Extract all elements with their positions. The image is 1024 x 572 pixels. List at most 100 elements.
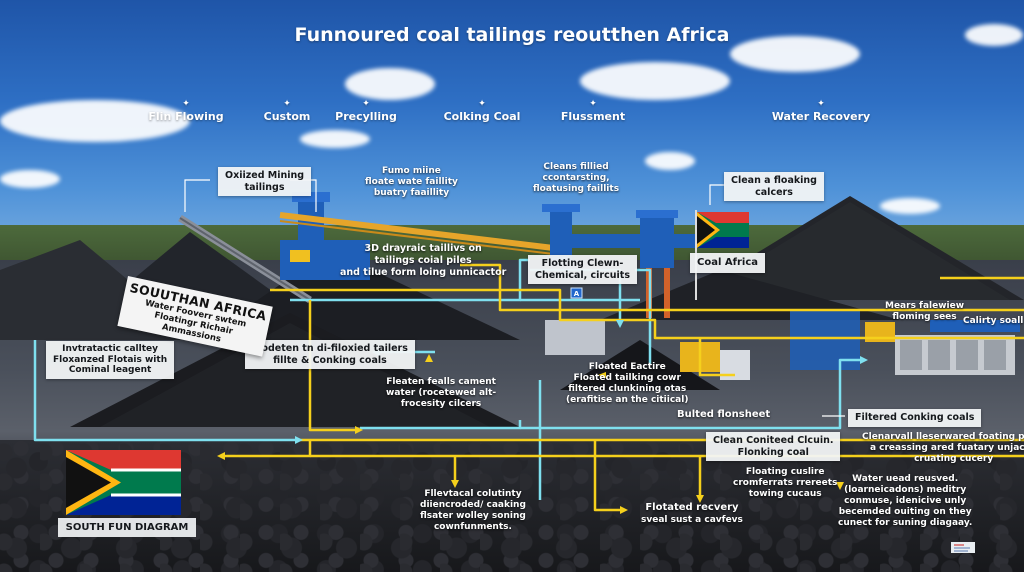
callout-text: Filtered Conking coals — [855, 412, 975, 423]
note-flotated-recvery: Flotated recvery sveal sust a cavfevs — [641, 502, 743, 526]
stage-marker-icon: ✦ — [589, 99, 597, 109]
callout-text: Floxanzed Flotais with — [53, 354, 168, 365]
callout-oxidized-tailings: Oxiized Mining tailings — [218, 167, 312, 196]
stage-label-text: Precylling — [335, 110, 397, 123]
callout-flotting-circuits: Flotting Clewn- Chemical, circuits — [528, 255, 637, 284]
note-cleans-fillied: Cleans fillied ccontarsting, floatusing … — [533, 162, 619, 195]
callout-text: tailings — [244, 181, 285, 193]
stage-label-text: Flin Flowing — [148, 110, 224, 123]
note-text: sveal sust a cavfevs — [641, 515, 743, 525]
note-text: Floated Eactire — [588, 362, 666, 372]
callout-text: Chemical, circuits — [535, 269, 630, 281]
note-text: Floated tailking cowr — [573, 373, 681, 383]
note-text: cunect for suning diagaay. — [838, 518, 973, 528]
note-text: water (rocetewed alt- — [386, 388, 497, 398]
south-africa-flag-plant — [695, 210, 749, 300]
note-text: cownfunments. — [433, 522, 512, 532]
note-drayraic: 3D drayraic taillivs on tailings coial p… — [340, 243, 506, 279]
cloud — [345, 68, 435, 100]
note-text: a creassing ared fuatary unjacy - — [869, 443, 1024, 453]
note-water-uead: Water uead reusved. (loarneicadons) medi… — [838, 474, 972, 529]
callout-text: fillte & Conking coals — [273, 354, 387, 366]
stage-label-text: Custom — [263, 110, 311, 123]
stage-marker-icon: ✦ — [283, 99, 291, 109]
note-text: and tilue form loing unnicactor — [340, 267, 507, 278]
footer-label: SOUTH FUN DIAGRAM — [58, 518, 196, 537]
note-text: Flotated recvery — [645, 502, 739, 513]
callout-text: Coal Africa — [697, 257, 758, 268]
note-text: floate wate faillity — [365, 177, 458, 187]
note-bulted-flonsheet: Bulted flonsheet — [677, 409, 770, 420]
note-flevtacal: Fllevtacal colutinty diiencroded/ caakin… — [420, 489, 526, 533]
cloud — [730, 36, 860, 72]
note-text: buatry faaillity — [373, 188, 450, 198]
callout-clean-floaking: Clean a floaking calcers — [724, 172, 824, 201]
note-text: Water uead reusved. — [852, 474, 959, 484]
callout-text: Clean a floaking — [731, 175, 817, 186]
note-text: ccontarsting, — [542, 173, 610, 183]
callout-text: calcers — [755, 186, 793, 198]
callout-text: Flotting Clewn- — [541, 258, 624, 269]
note-text: Mears falewiew — [885, 301, 965, 311]
note-text: Floating cuslire — [745, 467, 825, 477]
cloud — [880, 198, 940, 214]
stage-label: ✦ Flin Flowing — [148, 99, 224, 124]
note-text: conmuse, idenicive unly — [844, 496, 967, 506]
note-text: Fleaten fealls cament — [386, 377, 496, 387]
note-text: becemded ouiting on they — [838, 507, 972, 517]
note-text: filtered clunkining otas — [568, 384, 687, 394]
note-text: floming sees — [892, 312, 957, 322]
callout-coal-africa: Coal Africa — [690, 253, 765, 273]
note-fumo-mine: Fumo miine floate wate faillity buatry f… — [365, 166, 458, 199]
stage-label: ✦ Custom — [263, 99, 311, 124]
callout-text: Invtratactic calltey — [62, 344, 158, 354]
note-text: towing cucaus — [748, 489, 822, 499]
callout-text: Clean Coniteed Clcuin. — [713, 435, 834, 446]
note-mears-falewiew: Mears falewiew floming sees — [885, 301, 964, 323]
note-floating-cuslire: Floating cuslire cromferrats rrereets to… — [733, 467, 837, 500]
note-text: tailings coial piles — [374, 255, 472, 266]
stage-marker-icon: ✦ — [817, 99, 825, 109]
stage-label-text: Flussment — [560, 110, 626, 123]
note-text: (loarneicadons) meditry — [844, 485, 967, 495]
cloud — [0, 170, 60, 188]
note-text: Bulted flonsheet — [677, 409, 771, 420]
note-text: diiencroded/ caaking — [420, 500, 526, 510]
note-text: Fumo miine — [382, 166, 441, 176]
stage-label: ✦ Precylling — [335, 99, 397, 124]
stage-label-text: Colking Coal — [443, 110, 521, 123]
note-text: Clenarvall lleserwared foating paills — [862, 432, 1024, 442]
stage-label: ✦ Water Recovery — [771, 99, 871, 124]
note-text: Fllevtacal colutinty — [424, 489, 522, 499]
callout-text: Cominal leagent — [68, 365, 152, 375]
note-text: flsater wolley soning — [420, 511, 526, 521]
callout-invtratactic: Invtratactic calltey Floxanzed Flotais w… — [46, 341, 175, 379]
callout-filtered-conking: Filtered Conking coals — [848, 409, 982, 427]
note-text: frocesity cilcers — [400, 399, 482, 409]
note-floated-factire: Floated Eactire Floated tailking cowr fi… — [566, 362, 688, 406]
note-text: Calirty soall — [963, 316, 1024, 326]
stage-marker-icon: ✦ — [362, 99, 370, 109]
cloud — [645, 152, 695, 170]
note-calirty-soall: Calirty soall — [963, 316, 1023, 327]
cloud — [580, 62, 730, 100]
south-africa-flag-footer — [66, 450, 181, 515]
cloud — [0, 100, 190, 142]
document-icon — [951, 542, 975, 553]
note-text: cruating cucery — [914, 454, 994, 464]
callout-text: Flonking coal — [737, 446, 809, 458]
callout-modeten-tailers: Modeten tn di-filoxied tailers fillte & … — [245, 340, 415, 369]
diagram-title: Funnoured coal tailings reoutthen Africa — [294, 24, 730, 46]
callout-text: Oxiized Mining — [225, 170, 305, 181]
note-text: floatusing faillits — [533, 184, 620, 194]
stage-label-text: Water Recovery — [771, 110, 871, 123]
note-fleaten: Fleaten fealls cament water (rocetewed a… — [386, 377, 496, 410]
stage-marker-icon: ✦ — [182, 99, 190, 109]
note-clenarvall: Clenarvall lleserwared foating paills a … — [862, 432, 1024, 465]
note-text: (erafitise an the citiical) — [566, 395, 689, 405]
stage-label: ✦ Colking Coal — [443, 100, 521, 124]
cloud — [300, 130, 370, 148]
note-text: Cleans fillied — [543, 162, 609, 172]
cloud — [965, 24, 1023, 46]
stage-label: ✦ Flussment — [560, 99, 626, 124]
